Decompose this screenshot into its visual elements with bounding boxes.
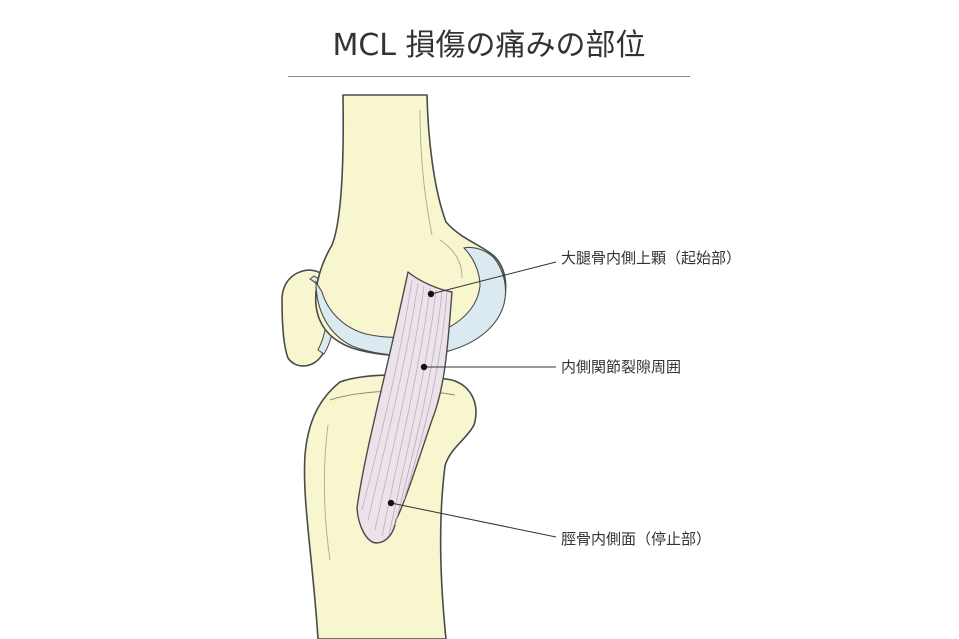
femur-shaft-line [419,109,433,236]
callout-label-joint: 内側関節裂隙周囲 [561,358,682,376]
page-title: MCL 損傷の痛みの部位 [332,28,646,63]
title-divider [288,76,690,77]
ligament-fiber [403,291,448,501]
medial-collateral-ligament [356,271,453,544]
callout-line-femur [430,261,557,295]
femur-condyle-line [439,239,463,279]
callout-dot-tibia [387,499,395,507]
ligament-fiber [394,290,443,526]
callout-line-tibia [390,502,557,538]
callout-label-tibia: 脛骨内側面（停止部） [561,530,712,548]
callout-dot-femur [427,290,435,298]
ligament-fiber [388,289,437,536]
tibia-shaft-line [323,424,331,561]
callout-dot-joint [420,363,428,371]
ligament-fiber [361,279,413,511]
ligament-fiber [367,282,419,521]
ligament-fiber [374,285,425,531]
callout-label-femur: 大腿骨内側上顆（起始部） [561,249,742,267]
